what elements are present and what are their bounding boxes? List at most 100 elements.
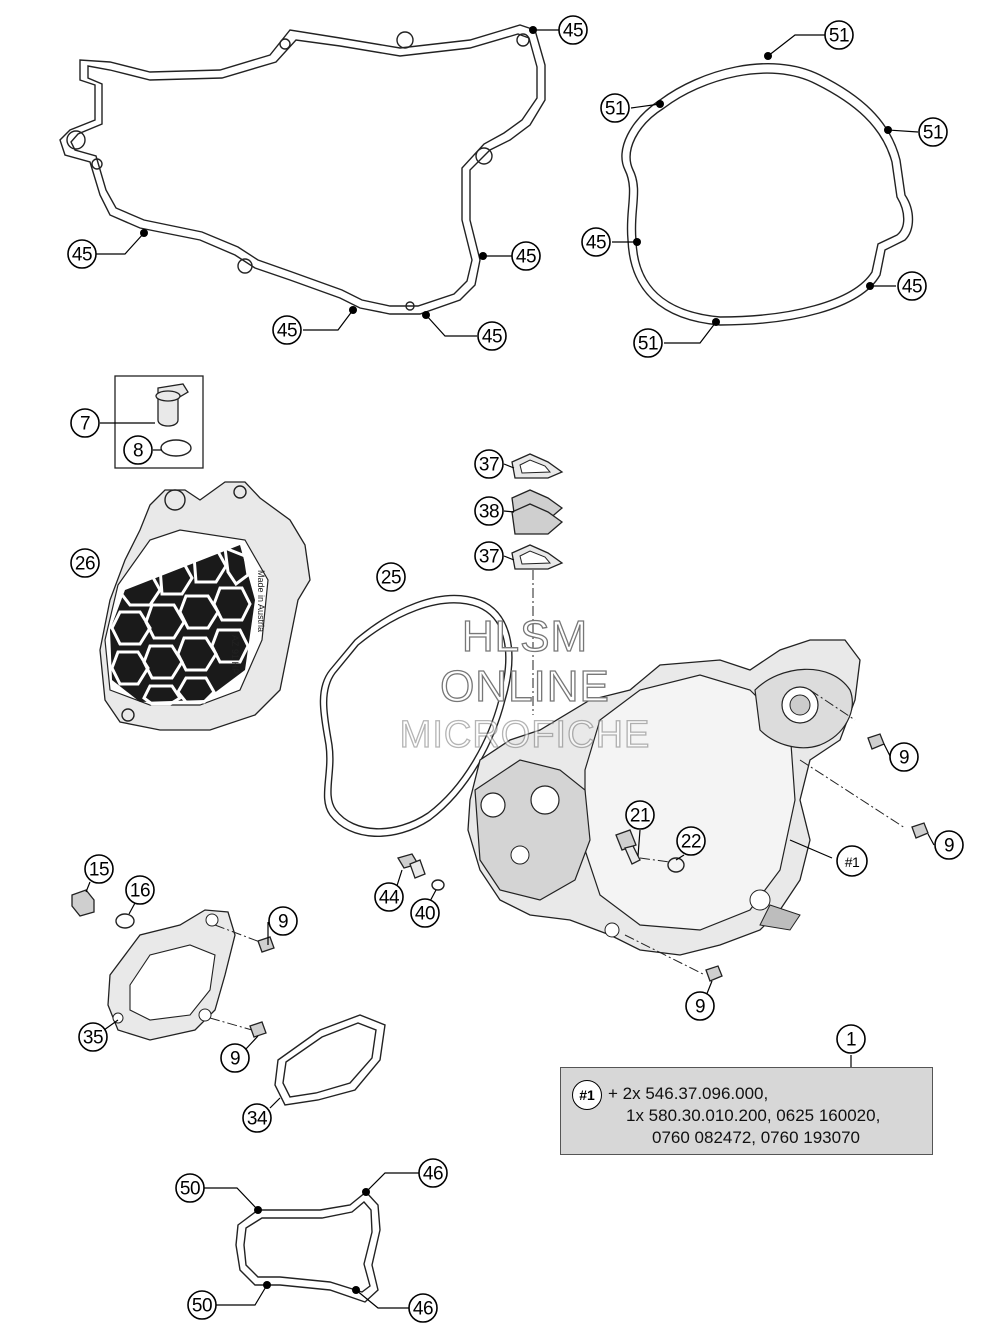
callout-37: 37 — [474, 541, 504, 571]
callout-50: 50 — [187, 1290, 217, 1320]
callout-9: 9 — [685, 991, 715, 1021]
callout-45: 45 — [581, 227, 611, 257]
svg-text:46: 46 — [413, 1299, 433, 1320]
callout-45: 45 — [272, 315, 302, 345]
svg-text:9: 9 — [944, 836, 954, 857]
svg-text:45: 45 — [277, 321, 297, 342]
callout-51: 51 — [824, 20, 854, 50]
callout-51: 51 — [918, 117, 948, 147]
svg-text:45: 45 — [516, 247, 536, 268]
callout-45: 45 — [477, 321, 507, 351]
svg-text:1: 1 — [846, 1030, 856, 1051]
svg-text:50: 50 — [180, 1179, 200, 1200]
watermark-line-3: MICROFICHE — [399, 713, 651, 756]
svg-text:22: 22 — [681, 832, 701, 853]
svg-text:37: 37 — [479, 547, 499, 568]
callout-50: 50 — [175, 1173, 205, 1203]
svg-text:8: 8 — [133, 441, 143, 462]
svg-text:45: 45 — [72, 245, 92, 266]
note-line-1: + 2x 546.37.096.000, — [608, 1084, 769, 1103]
callout-51: 51 — [600, 93, 630, 123]
svg-text:51: 51 — [829, 26, 849, 47]
cover-o-ring — [319, 594, 513, 837]
seal-ring-16 — [115, 913, 135, 929]
svg-text:45: 45 — [482, 327, 502, 348]
callout-35: 35 — [78, 1022, 108, 1052]
svg-text:45: 45 — [586, 233, 606, 254]
clutch-cover-gasket — [621, 63, 914, 326]
svg-text:34: 34 — [247, 1109, 268, 1130]
note-tag: #1 — [572, 1080, 602, 1110]
callout-37: 37 — [474, 449, 504, 479]
svg-text:26: 26 — [75, 554, 95, 575]
callout-44: 44 — [374, 882, 404, 912]
outer-clutch-cover: Made in Austria AZ 91 HP — [99, 481, 311, 731]
note-line-3: 0760 082472, 0760 193070 — [652, 1128, 860, 1147]
callout-9: 9 — [934, 830, 964, 860]
callout-9: 9 — [220, 1043, 250, 1073]
drain-plug-21 — [615, 829, 671, 865]
svg-text:25: 25 — [381, 568, 401, 589]
seal-stack — [511, 453, 564, 715]
water-pump-cover — [107, 909, 261, 1041]
leader-lines — [85, 26, 935, 1309]
callout-51: 51 — [633, 328, 663, 358]
svg-text:37: 37 — [479, 455, 499, 476]
callout-15: 15 — [84, 854, 114, 884]
callout-22: 22 — [676, 826, 706, 856]
callout-45: 45 — [511, 241, 541, 271]
pump-cover-gasket — [235, 1191, 381, 1303]
callout-1-tag: #1 — [836, 845, 868, 877]
svg-text:9: 9 — [230, 1049, 240, 1070]
callout-34: 34 — [242, 1103, 272, 1133]
seal-ring-22 — [667, 857, 685, 873]
svg-text:46: 46 — [423, 1164, 443, 1185]
svg-text:9: 9 — [899, 748, 909, 769]
callout-21: 21 — [625, 800, 655, 830]
svg-text:15: 15 — [89, 860, 109, 881]
svg-text:16: 16 — [130, 881, 150, 902]
svg-text:38: 38 — [479, 502, 499, 523]
crankcase-gasket — [59, 24, 546, 315]
callout-45: 45 — [67, 239, 97, 269]
svg-text:51: 51 — [605, 99, 625, 120]
callout-7: 7 — [70, 408, 100, 438]
callout-8: 8 — [123, 435, 153, 465]
callout-45: 45 — [558, 15, 588, 45]
callout-46: 46 — [408, 1293, 438, 1323]
svg-text:45: 45 — [563, 21, 583, 42]
svg-text:44: 44 — [379, 888, 400, 909]
svg-text:#1: #1 — [845, 854, 860, 870]
main-clutch-cover — [467, 639, 906, 976]
svg-text:45: 45 — [902, 277, 922, 298]
svg-text:40: 40 — [415, 904, 435, 925]
svg-text:51: 51 — [638, 334, 658, 355]
plug-15 — [71, 889, 95, 917]
callout-40: 40 — [410, 898, 440, 928]
callout-9: 9 — [268, 906, 298, 936]
parts-note-box — [560, 1067, 933, 1155]
watermark-line-2: ONLINE — [439, 661, 610, 711]
callout-9: 9 — [889, 742, 919, 772]
washer-40 — [431, 879, 445, 891]
note-line-2: 1x 580.30.010.200, 0625 160020, — [626, 1106, 881, 1125]
water-pump-gasket — [274, 1014, 386, 1106]
svg-text:9: 9 — [695, 997, 705, 1018]
svg-text:50: 50 — [192, 1296, 212, 1317]
watermark-line-1: HLSM — [461, 611, 589, 661]
callout-45: 45 — [897, 271, 927, 301]
callouts: 45 45 45 45 45 45 45 51 51 51 51 7 8 26 … — [67, 15, 964, 1323]
callout-38: 38 — [474, 496, 504, 526]
svg-text:9: 9 — [278, 912, 288, 933]
callout-25: 25 — [376, 562, 406, 592]
callout-1: 1 — [836, 1024, 866, 1054]
svg-text:7: 7 — [80, 414, 90, 435]
bolt-44 — [397, 853, 426, 879]
svg-text:51: 51 — [923, 123, 943, 144]
callout-16: 16 — [125, 875, 155, 905]
svg-text:35: 35 — [83, 1028, 103, 1049]
cover-code-label: AZ 91 HP — [230, 635, 240, 674]
cover-made-in-label: Made in Austria — [256, 570, 266, 632]
svg-text:21: 21 — [630, 806, 650, 827]
